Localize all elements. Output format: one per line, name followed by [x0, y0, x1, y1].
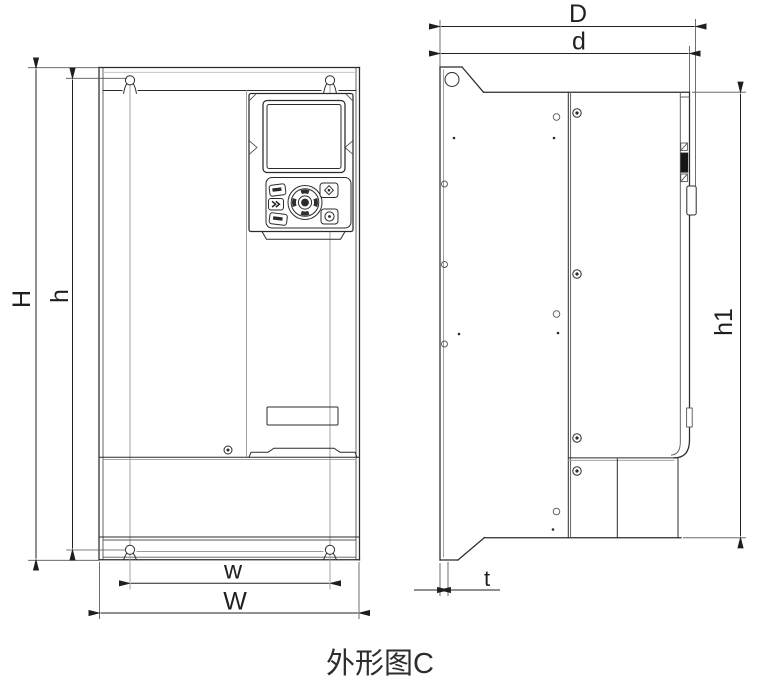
- dimension-D: D: [428, 0, 707, 187]
- side-outline: [439, 66, 691, 561]
- dimension-W: W: [88, 562, 371, 619]
- screw: [572, 466, 582, 476]
- dimension-d: d: [428, 28, 701, 92]
- dimension-w: w: [118, 557, 342, 587]
- body-division-line: [567, 91, 572, 539]
- nameplate: [266, 406, 339, 426]
- screw: [572, 108, 582, 118]
- clip-mid: [680, 173, 689, 183]
- device-outline: [98, 66, 361, 561]
- dimension-h1: h1: [683, 81, 746, 549]
- dim-label-h: h: [46, 289, 74, 303]
- front-view: [98, 66, 361, 590]
- connector-block: [680, 152, 689, 173]
- screw: [572, 433, 582, 443]
- dim-label-d: d: [572, 28, 586, 56]
- dimension-H: H: [8, 57, 99, 571]
- caption: 外形图C: [326, 647, 434, 680]
- dimension-t: t: [414, 562, 500, 596]
- lower-band: [567, 457, 679, 539]
- display-screen-inner: [266, 104, 342, 169]
- dim-label-H: H: [8, 290, 36, 308]
- bottom-cap: [98, 536, 360, 552]
- shift-key[interactable]: [268, 198, 284, 211]
- dimension-h: h: [46, 67, 127, 561]
- dim-label-t: t: [484, 566, 490, 591]
- panel-bottom-tab: [261, 230, 346, 240]
- keypad-panel: [248, 92, 354, 240]
- clip-upper: [680, 142, 689, 152]
- terminal-cover-divider: [98, 447, 360, 460]
- top-mounting-keyhole-right: [323, 75, 337, 94]
- keypad-bump: [686, 185, 697, 216]
- prg-key[interactable]: [268, 183, 287, 197]
- key-cluster: [265, 177, 352, 229]
- divider-lip: [248, 447, 358, 458]
- enter-key[interactable]: [268, 212, 288, 226]
- cover-screw: [223, 445, 233, 455]
- jog-dial[interactable]: [287, 185, 323, 220]
- corner-hole: [444, 72, 460, 87]
- panel-holes: [441, 113, 561, 531]
- run-key[interactable]: [319, 182, 339, 198]
- dim-label-w: w: [223, 557, 243, 585]
- top-mounting-keyhole-left: [123, 75, 137, 94]
- front-face: [671, 91, 697, 459]
- dim-label-h1: h1: [710, 308, 738, 336]
- dim-label-W: W: [223, 588, 247, 616]
- display-screen: [262, 99, 346, 174]
- stop-key[interactable]: [320, 208, 339, 225]
- screw: [572, 269, 582, 279]
- side-view: [439, 66, 697, 561]
- screws: [572, 108, 582, 476]
- dim-label-D: D: [569, 0, 587, 28]
- bottom-mounting-keyhole-right: [322, 544, 338, 561]
- clip-lower: [686, 407, 693, 428]
